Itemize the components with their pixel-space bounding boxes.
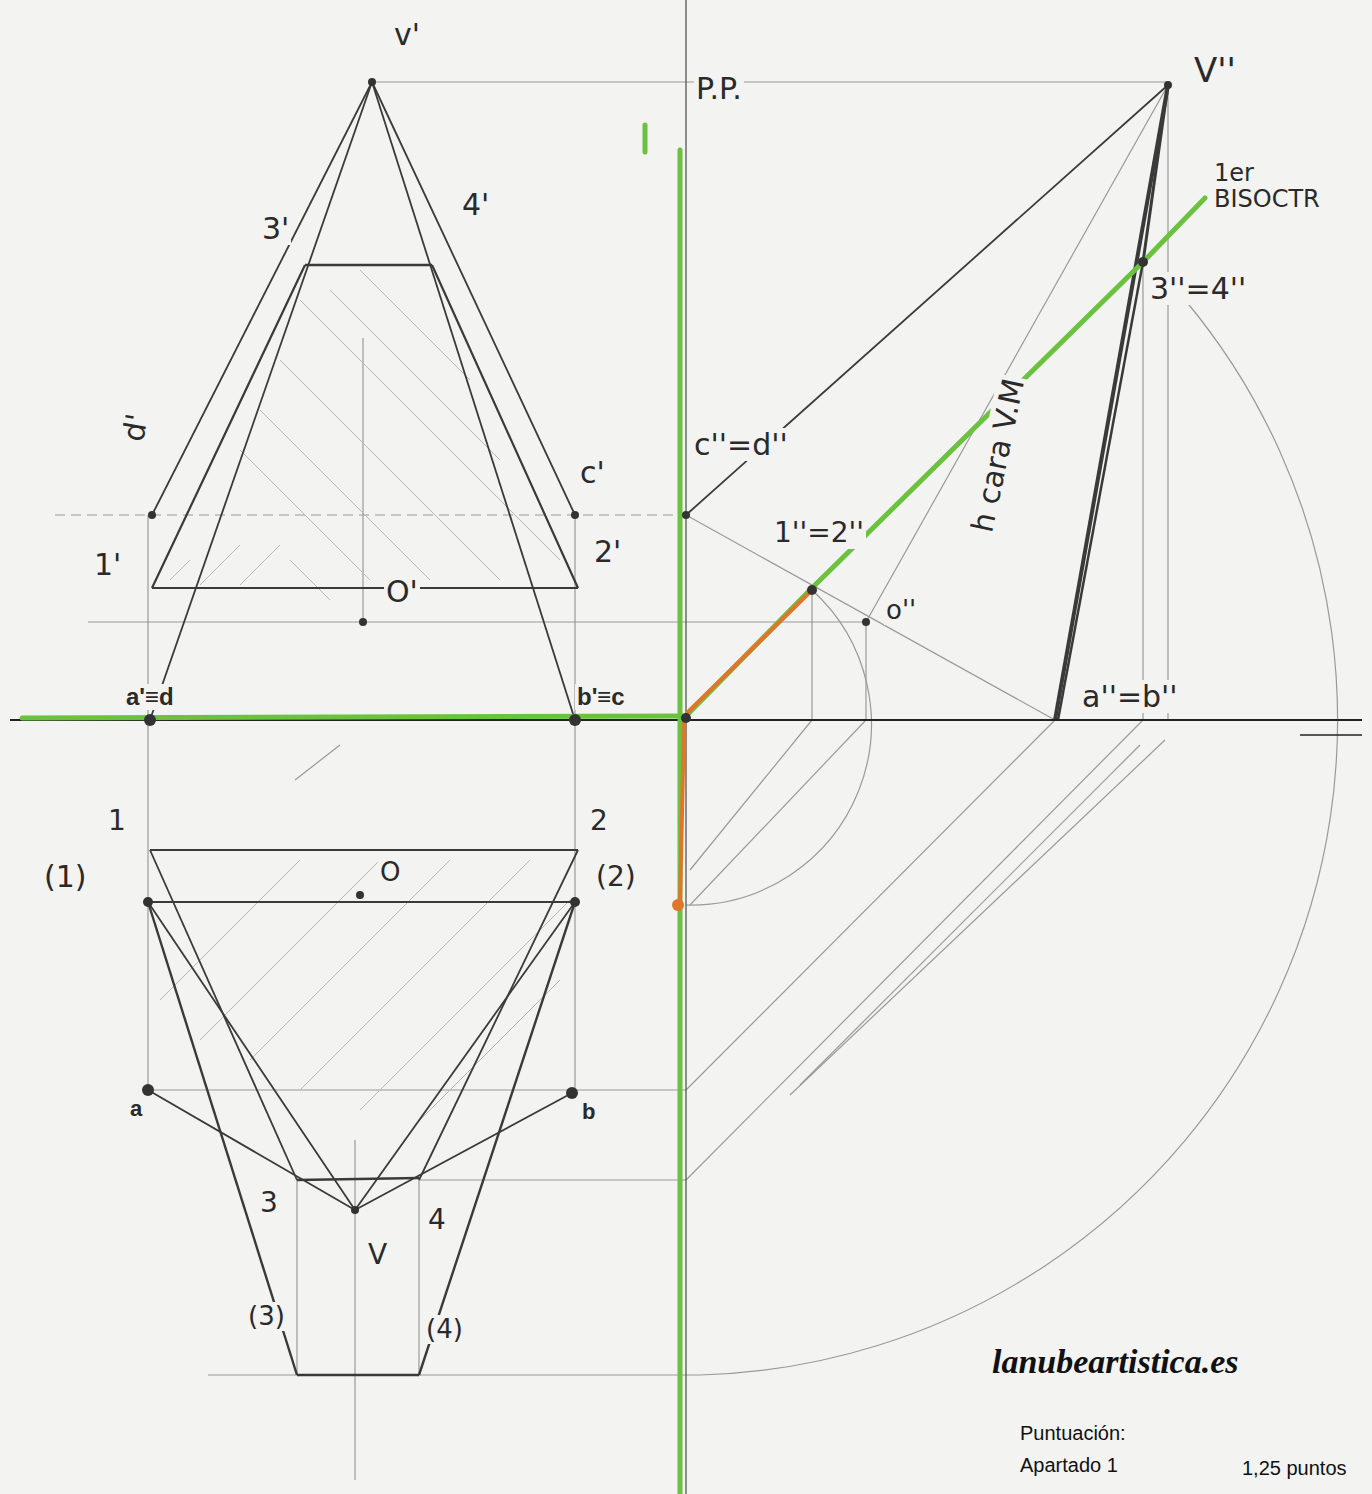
point-label: a''=b'' — [1080, 680, 1180, 713]
point-label: 2 — [588, 806, 610, 837]
watermark: lanubeartistica.es — [990, 1343, 1241, 1380]
point-label: V — [366, 1240, 389, 1271]
point-label: 1 — [106, 806, 128, 837]
point-label: c''=d'' — [692, 428, 790, 461]
point-label: (1) — [42, 860, 89, 893]
score-note: 1,25 puntos — [1240, 1457, 1349, 1479]
point-label: d' — [116, 409, 154, 446]
point-label: 3''=4'' — [1148, 272, 1248, 305]
point-label: a — [128, 1097, 144, 1121]
point-label: (4) — [424, 1315, 465, 1344]
point-label: 4 — [426, 1205, 448, 1236]
point-label: b — [580, 1100, 597, 1124]
point-label: b'≡c — [575, 684, 627, 710]
point-label: V'' — [1192, 52, 1238, 89]
point-label: P.P. — [694, 72, 744, 105]
point-label: 4' — [460, 188, 491, 221]
point-label: o'' — [884, 596, 918, 625]
score-note: Apartado 1 — [1018, 1454, 1120, 1476]
point-label: O — [378, 858, 402, 887]
point-label: (3) — [246, 1302, 287, 1331]
point-label: 1er BISOCTR — [1212, 160, 1346, 213]
point-label: v' — [392, 18, 422, 51]
point-label: 1''=2'' — [772, 518, 866, 549]
point-label: a'≡d — [124, 684, 176, 710]
point-label: 2' — [592, 535, 623, 568]
point-label: (2) — [594, 862, 638, 893]
point-label: 3' — [260, 212, 291, 245]
point-label: h cara V.M — [965, 374, 1030, 537]
point-label: c' — [578, 456, 607, 489]
point-label: 1' — [92, 548, 123, 581]
point-label: O' — [384, 575, 420, 608]
point-label: 3 — [258, 1188, 280, 1219]
score-note: Puntuación: — [1018, 1422, 1128, 1444]
